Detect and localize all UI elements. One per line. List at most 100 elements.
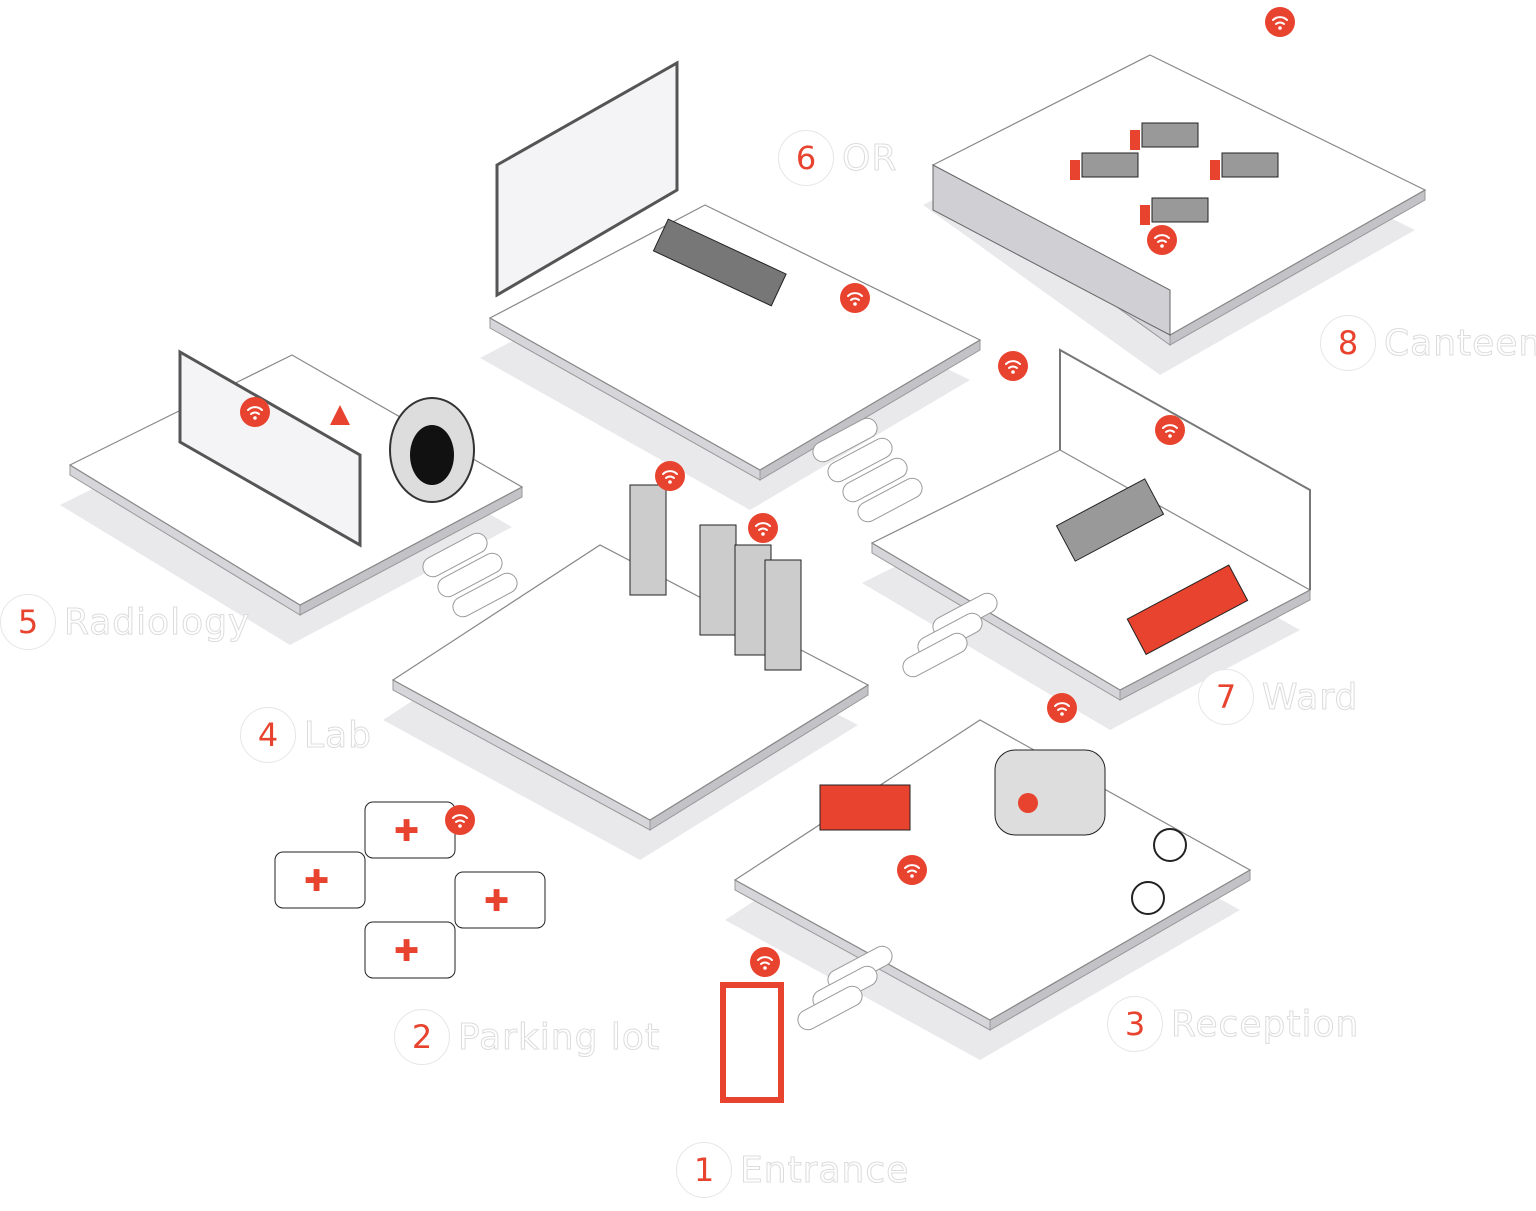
wifi-arcs xyxy=(662,470,678,479)
wifi-dot xyxy=(253,416,257,420)
ward-sofa xyxy=(1126,564,1249,656)
zone-label-entrance[interactable]: 1 Entrance xyxy=(676,1142,909,1198)
zone-name: Parking lot xyxy=(457,1016,661,1058)
wifi-dot xyxy=(1060,712,1064,716)
zone-name: OR xyxy=(841,137,898,179)
wifi-dot xyxy=(1160,244,1164,248)
step xyxy=(842,457,908,503)
wifi-signal-icon xyxy=(998,351,1028,381)
zone-number: 7 xyxy=(1198,669,1254,725)
lab-shelf xyxy=(629,484,667,596)
zone-name: Canteen xyxy=(1383,322,1536,364)
platform-reception xyxy=(733,719,1252,1021)
radiation-warning-icon xyxy=(330,405,350,425)
wifi-dot xyxy=(668,480,672,484)
zone-number: 4 xyxy=(240,707,296,763)
ambulance xyxy=(454,871,546,929)
red-cross-icon: ✚ xyxy=(394,934,419,969)
canteen-table xyxy=(1151,197,1209,223)
zone-number: 1 xyxy=(676,1142,732,1198)
platform-lab xyxy=(391,544,870,821)
red-cross-icon: ✚ xyxy=(484,884,509,919)
mri-bore xyxy=(410,425,454,485)
wifi-dot xyxy=(761,532,765,536)
zone-number: 3 xyxy=(1107,996,1163,1052)
step xyxy=(812,417,878,463)
lab-shelf xyxy=(764,559,802,671)
zone-number: 5 xyxy=(0,594,56,650)
step xyxy=(902,632,968,678)
wifi-signal-icon xyxy=(1155,415,1185,445)
wifi-dot xyxy=(458,824,462,828)
zone-label-canteen[interactable]: 8 Canteen xyxy=(1320,315,1536,371)
wifi-signal-icon xyxy=(1147,225,1177,255)
step xyxy=(437,552,503,598)
canteen-table xyxy=(1081,152,1139,178)
wifi-signal-icon xyxy=(750,947,780,977)
zone-name: Entrance xyxy=(739,1149,910,1191)
zone-number: 6 xyxy=(778,130,834,186)
wifi-signal-icon xyxy=(840,283,870,313)
step xyxy=(857,477,923,523)
step xyxy=(797,985,863,1031)
wifi-dot xyxy=(1278,26,1282,30)
wifi-dot xyxy=(1011,370,1015,374)
wifi-dot xyxy=(763,966,767,970)
red-cross-icon: ✚ xyxy=(394,814,419,849)
wifi-signal-icon xyxy=(240,397,270,427)
wifi-arcs xyxy=(1054,702,1070,711)
zone-name: Reception xyxy=(1170,1003,1360,1045)
radiology-glass xyxy=(178,349,362,548)
canteen-chair xyxy=(1140,205,1150,225)
zone-label-parking-lot[interactable]: 2 Parking lot xyxy=(394,1009,660,1065)
platform-or xyxy=(488,204,982,471)
canteen-table xyxy=(1141,122,1199,148)
wifi-arcs xyxy=(904,864,920,873)
wheelchair xyxy=(1131,881,1165,915)
zone-label-radiology[interactable]: 5 Radiology xyxy=(0,594,250,650)
zone-name: Ward xyxy=(1261,676,1359,718)
zone-label-or[interactable]: 6 OR xyxy=(778,130,897,186)
zone-label-reception[interactable]: 3 Reception xyxy=(1107,996,1359,1052)
canteen-chair xyxy=(1070,160,1080,180)
wifi-signal-icon xyxy=(655,461,685,491)
ambulance xyxy=(364,921,456,979)
reception-desk xyxy=(994,749,1106,836)
step xyxy=(452,572,518,618)
reception-sofa xyxy=(819,784,911,831)
wifi-arcs xyxy=(757,956,773,965)
wifi-signal-icon xyxy=(897,855,927,885)
wifi-arcs xyxy=(1005,360,1021,369)
wifi-arcs xyxy=(1272,16,1288,25)
entrance-gate xyxy=(720,982,784,1103)
or-glass-wall xyxy=(495,60,679,298)
wifi-dot xyxy=(853,302,857,306)
zone-number: 2 xyxy=(394,1009,450,1065)
canteen-chair xyxy=(1130,130,1140,150)
wifi-signal-icon xyxy=(1265,7,1295,37)
wifi-arcs xyxy=(755,522,771,531)
lab-shelf xyxy=(699,524,737,636)
medical-cross-icon xyxy=(1018,793,1038,813)
zone-name: Radiology xyxy=(63,601,251,643)
wifi-arcs xyxy=(847,292,863,301)
canteen-chair xyxy=(1210,160,1220,180)
wifi-dot xyxy=(1168,434,1172,438)
wifi-signal-icon xyxy=(445,805,475,835)
wheelchair xyxy=(1153,828,1187,862)
operating-table xyxy=(652,218,787,307)
wifi-signal-icon xyxy=(748,513,778,543)
zone-label-lab[interactable]: 4 Lab xyxy=(240,707,372,763)
platform-canteen xyxy=(931,54,1427,336)
zone-label-ward[interactable]: 7 Ward xyxy=(1198,669,1358,725)
zone-name: Lab xyxy=(304,714,372,756)
ambulance xyxy=(274,851,366,909)
wifi-arcs xyxy=(1162,424,1178,433)
wifi-arcs xyxy=(452,814,468,823)
canteen-counter-wall xyxy=(932,164,1171,336)
step xyxy=(827,437,893,483)
wifi-arcs xyxy=(247,406,263,415)
wifi-dot xyxy=(910,874,914,878)
step xyxy=(422,532,488,578)
